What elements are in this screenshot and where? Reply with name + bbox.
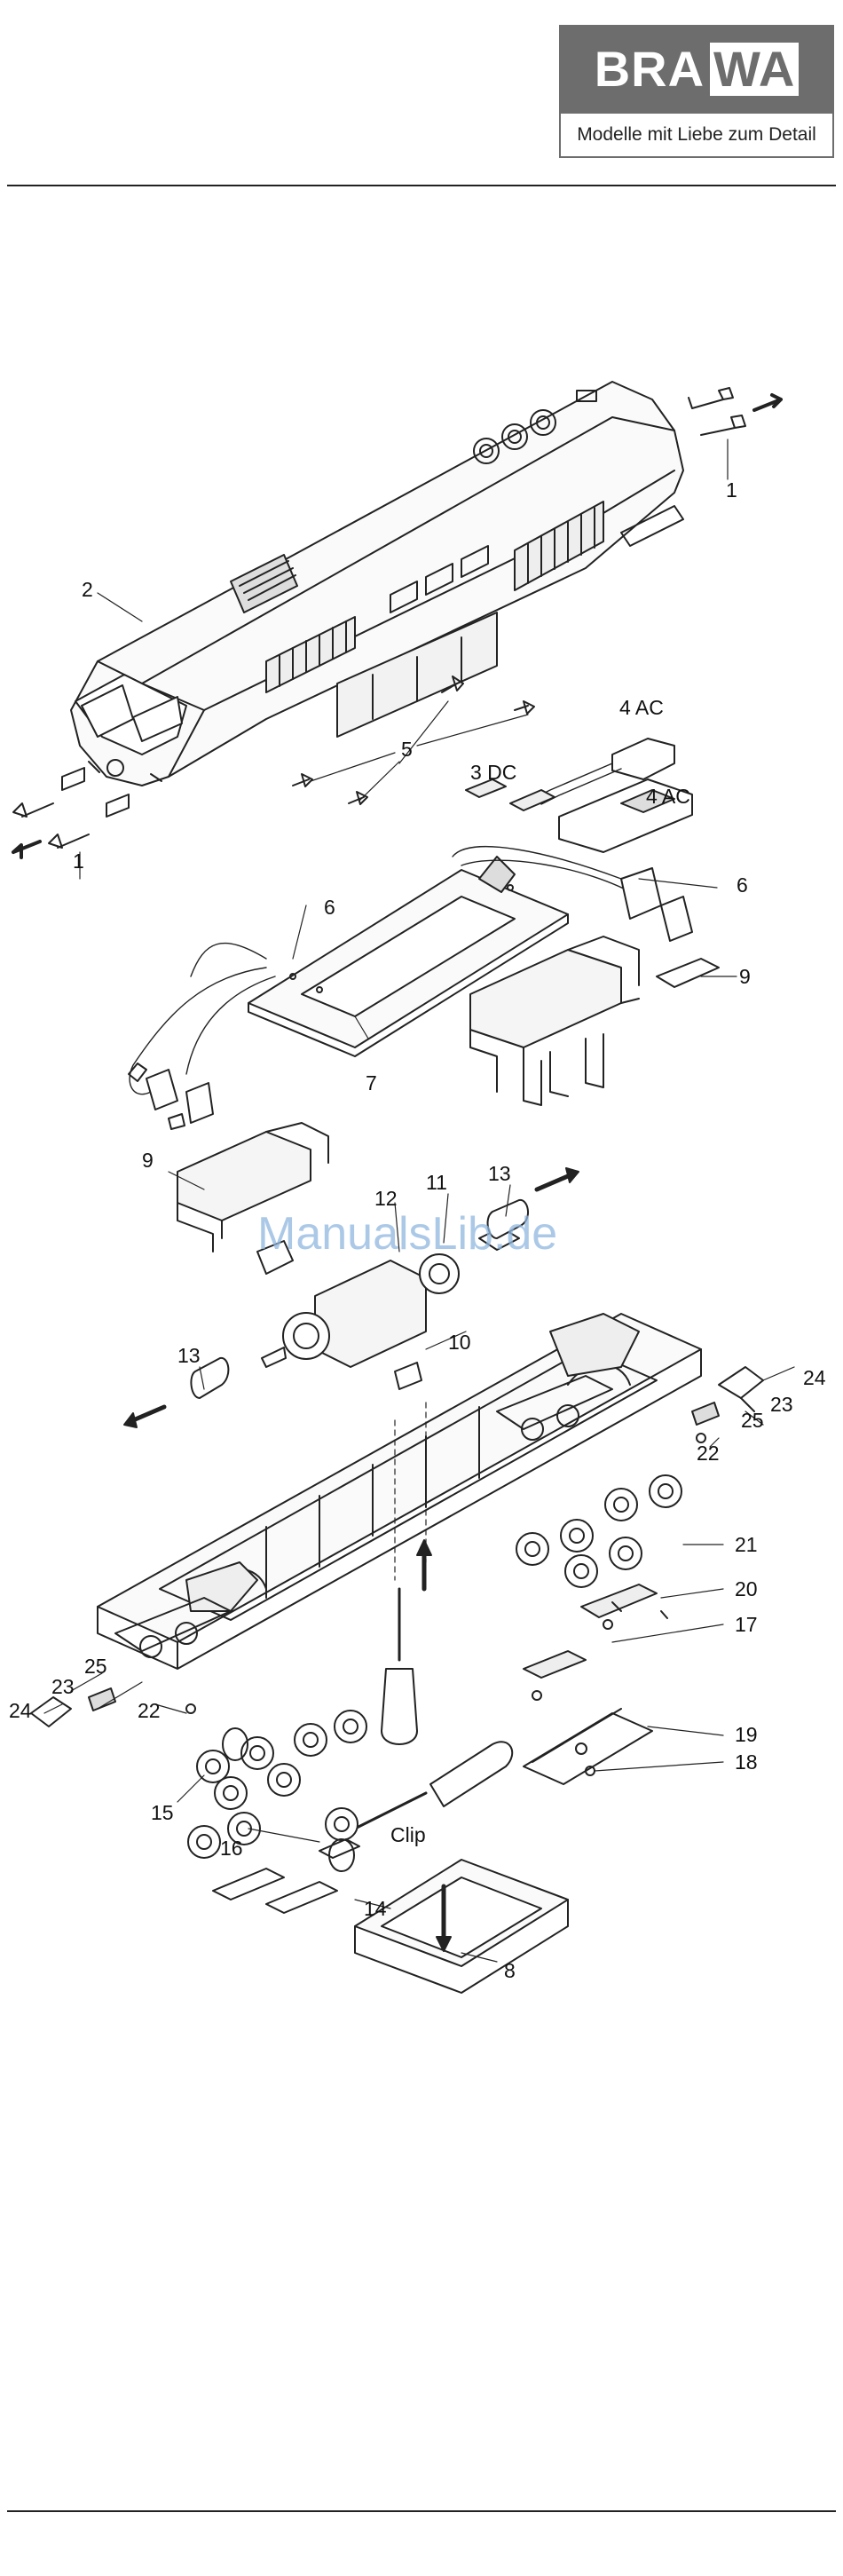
label-13a: 13 <box>488 1162 511 1185</box>
label-15: 15 <box>151 1801 174 1824</box>
label-4ac-1: 4 AC <box>619 696 664 719</box>
label-19: 19 <box>735 1723 758 1746</box>
label-16: 16 <box>220 1837 243 1860</box>
label-18: 18 <box>735 1750 758 1774</box>
label-20: 20 <box>735 1577 758 1600</box>
label-23a: 23 <box>770 1393 793 1416</box>
label-8: 8 <box>504 1959 516 1982</box>
label-14: 14 <box>364 1897 387 1920</box>
locomotive-body <box>62 382 683 817</box>
watermark: ManualsLib.de <box>257 1207 557 1260</box>
label-22a: 22 <box>697 1442 720 1465</box>
gear-covers <box>524 1584 667 1784</box>
label-21: 21 <box>735 1533 758 1556</box>
label-24b: 24 <box>9 1699 32 1722</box>
label-3dc: 3 DC <box>470 761 516 784</box>
label-9b: 9 <box>142 1149 154 1172</box>
label-9a: 9 <box>739 965 751 988</box>
label-2: 2 <box>82 578 93 601</box>
label-10: 10 <box>448 1331 471 1354</box>
label-1a: 1 <box>726 478 737 502</box>
label-6a: 6 <box>737 873 748 897</box>
label-13b: 13 <box>177 1344 201 1367</box>
label-4ac-2: 4 AC <box>646 785 690 808</box>
screwdriver-vertical <box>382 1540 431 1744</box>
label-23b: 23 <box>51 1675 75 1698</box>
label-17: 17 <box>735 1613 758 1636</box>
label-7: 7 <box>366 1071 377 1094</box>
label-22b: 22 <box>138 1699 161 1722</box>
label-11: 11 <box>426 1171 447 1194</box>
label-6b: 6 <box>324 896 335 919</box>
label-25a: 25 <box>741 1409 764 1432</box>
storage-box-8 <box>355 1860 568 1993</box>
label-1b: 1 <box>73 849 84 873</box>
label-clip: Clip <box>390 1823 426 1846</box>
footer-rule <box>7 2510 836 2512</box>
label-5: 5 <box>401 738 413 761</box>
screwdriver-diagonal <box>355 1742 512 1829</box>
label-25b: 25 <box>84 1655 107 1678</box>
label-24a: 24 <box>803 1366 826 1389</box>
